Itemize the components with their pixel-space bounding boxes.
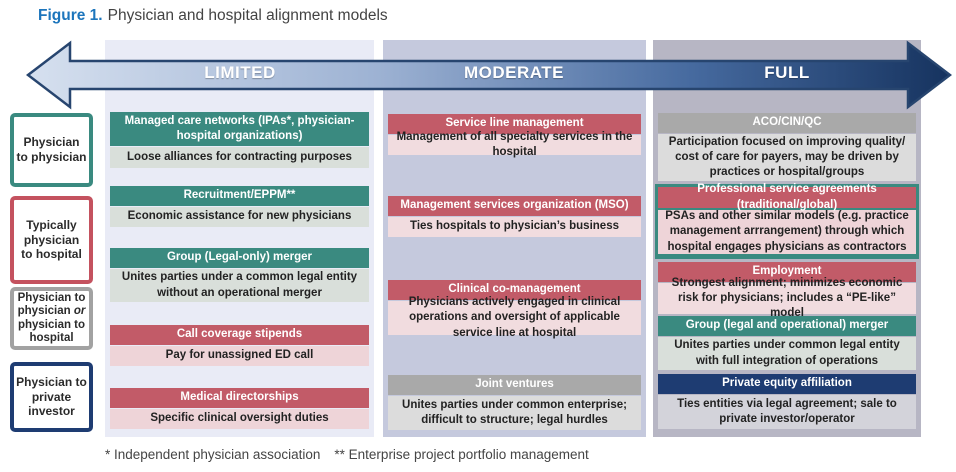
limited-model-1-desc: Loose alliances for contracting purposes bbox=[110, 147, 369, 168]
figure-title-text: Physician and hospital alignment models bbox=[107, 7, 388, 24]
moderate-model-1-desc: Management of all specialty services in … bbox=[388, 131, 641, 158]
footnote: * Independent physician association ** En… bbox=[105, 447, 603, 462]
footnote-eppm: ** Enterprise project portfolio manageme… bbox=[334, 447, 589, 462]
limited-model-2-header: Recruitment/EPPM** bbox=[110, 186, 369, 206]
limited-column-band: Managed care networks (IPAs*, physician-… bbox=[105, 40, 374, 437]
moderate-model-4-desc: Unites parties under common enterprise; … bbox=[388, 396, 641, 430]
full-model-3-desc: Strongest alignment; minimizes economic … bbox=[658, 277, 916, 319]
psa-group-outline: Professional service agreements (traditi… bbox=[655, 183, 919, 259]
arrow-label-limited: LIMITED bbox=[204, 63, 276, 82]
full-model-5-desc: Ties entities via legal agreement; sale … bbox=[658, 395, 916, 429]
full-model-1-desc: Participation focused on improving quali… bbox=[658, 134, 916, 181]
full-model-3-header: Employment bbox=[658, 262, 916, 282]
limited-model-4-header: Call coverage stipends bbox=[110, 325, 369, 345]
moderate-model-3-header: Clinical co-management bbox=[388, 280, 641, 300]
sidebar-label-3: Physician to physician or physician to h… bbox=[17, 292, 86, 344]
full-model-4-desc: Unites parties under common legal entity… bbox=[658, 337, 916, 370]
moderate-column-band: Service line management Management of al… bbox=[383, 40, 646, 437]
limited-model-3-desc: Unites parties under a common legal enti… bbox=[110, 269, 369, 302]
limited-model-5-desc: Specific clinical oversight duties bbox=[110, 409, 369, 429]
footnote-ipa: * Independent physician association bbox=[105, 447, 321, 462]
full-column-band: ACO/CIN/QC Participation focused on impr… bbox=[653, 40, 921, 437]
arrow-label-moderate: MODERATE bbox=[463, 63, 565, 82]
moderate-model-4-header: Joint ventures bbox=[388, 375, 641, 395]
sidebar-label-4: Physician to private investor bbox=[16, 375, 87, 419]
double-arrow-shape bbox=[26, 40, 952, 110]
sidebar-label-1: Physician to physician bbox=[16, 135, 87, 164]
or-emphasis: or bbox=[73, 305, 86, 318]
limited-model-2-desc: Economic assistance for new physicians bbox=[110, 207, 369, 227]
sidebar-label-2: Typically physician to hospital bbox=[21, 218, 82, 262]
moderate-model-3-desc: Physicians actively engaged in clinical … bbox=[388, 296, 641, 339]
sidebar-physician-to-hospital: Typically physician to hospital bbox=[10, 196, 93, 284]
full-model-5-header: Private equity affiliation bbox=[658, 374, 916, 394]
moderate-model-1-header: Service line management bbox=[388, 114, 641, 134]
sidebar-physician-or-hospital: Physician to physician or physician to h… bbox=[10, 287, 93, 350]
figure-title: Figure 1.Physician and hospital alignmen… bbox=[38, 7, 388, 25]
limited-model-1-header: Managed care networks (IPAs*, physician-… bbox=[110, 112, 369, 146]
limited-model-3-header: Group (Legal-only) merger bbox=[110, 248, 369, 268]
moderate-model-2-header: Management services organization (MSO) bbox=[388, 196, 641, 216]
full-model-2-desc: PSAs and other similar models (e.g. prac… bbox=[658, 210, 916, 254]
arrow-label-full: FULL bbox=[764, 63, 810, 82]
limited-model-5-header: Medical directorships bbox=[110, 388, 369, 408]
full-model-2-header: Professional service agreements (traditi… bbox=[658, 183, 916, 211]
limited-model-4-desc: Pay for unassigned ED call bbox=[110, 346, 369, 366]
sidebar-physician-to-private-investor: Physician to private investor bbox=[10, 362, 93, 432]
sidebar-physician-to-physician: Physician to physician bbox=[10, 113, 93, 187]
full-model-1-header: ACO/CIN/QC bbox=[658, 113, 916, 133]
figure-label: Figure 1. bbox=[38, 7, 103, 24]
alignment-spectrum-arrow bbox=[26, 40, 952, 110]
full-model-4-header: Group (legal and operational) merger bbox=[658, 316, 916, 336]
moderate-model-2-desc: Ties hospitals to physician’s business bbox=[388, 217, 641, 237]
